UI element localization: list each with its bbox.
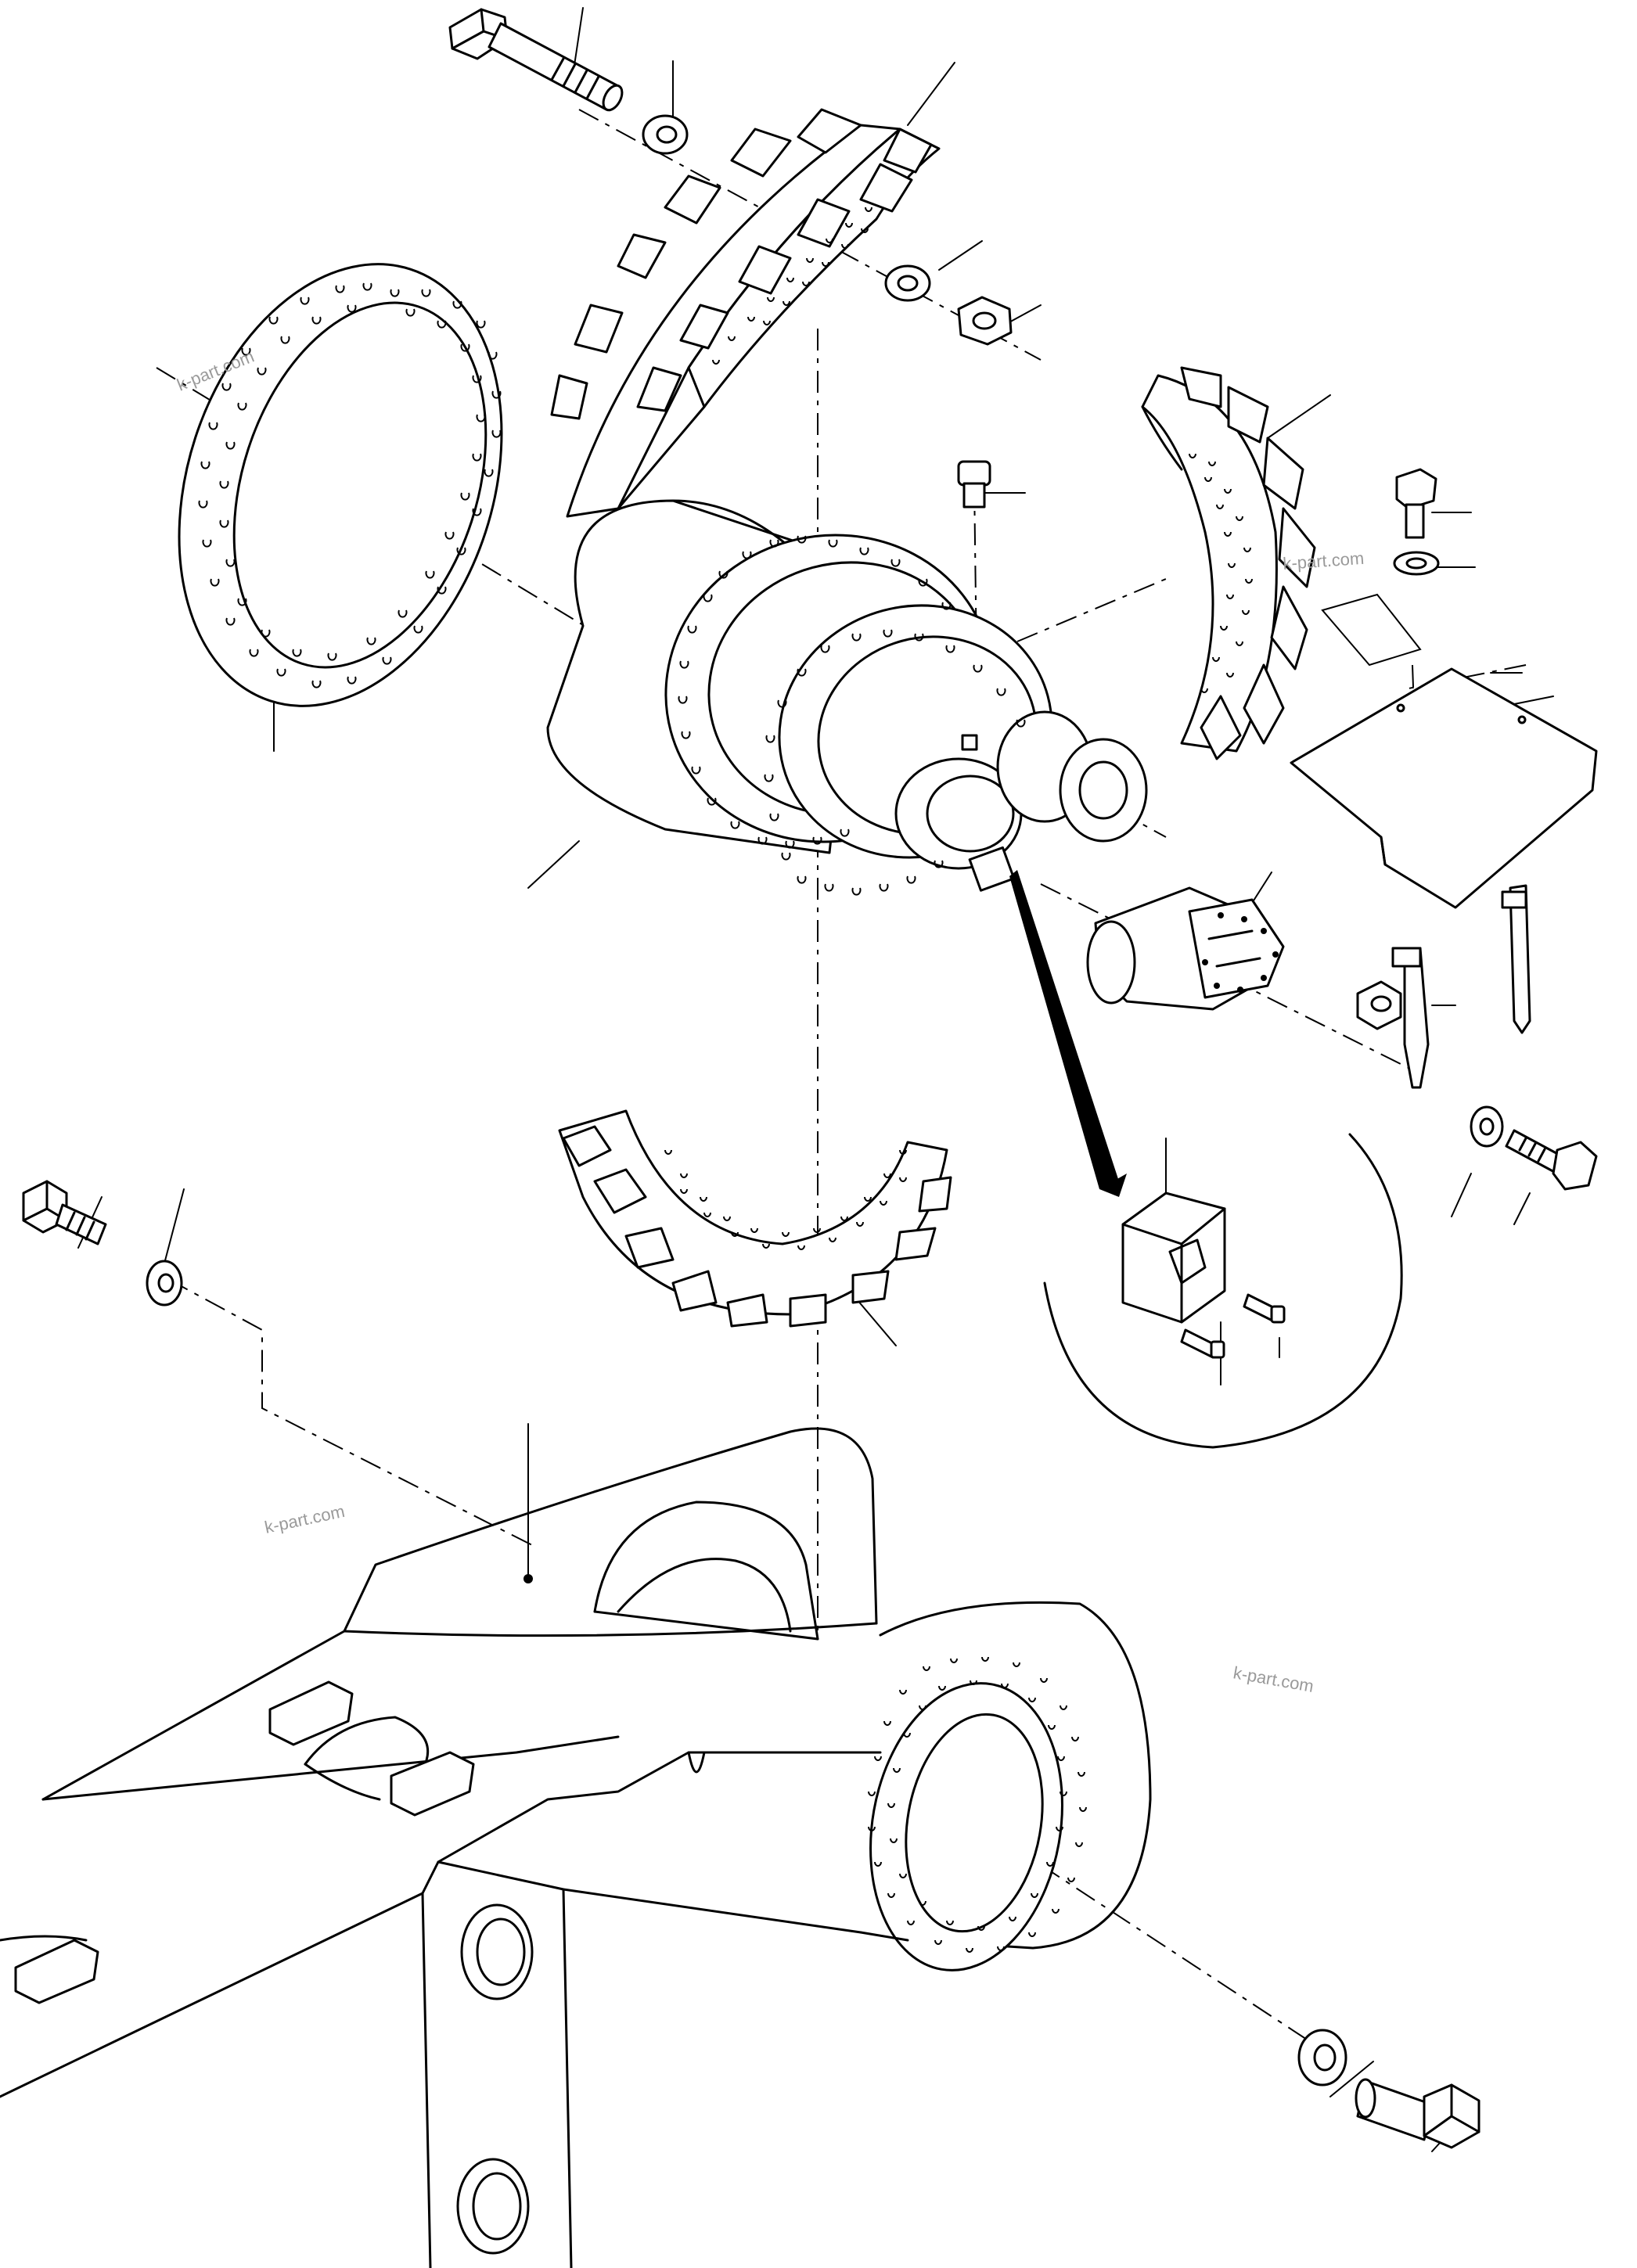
bracket-left <box>1391 947 1430 1089</box>
washer-left <box>146 1260 183 1307</box>
top-bolt <box>448 8 624 112</box>
bolt-left <box>22 1180 107 1245</box>
watermark-text: k-part.com <box>263 1501 347 1537</box>
bracket-nut <box>1356 980 1402 1030</box>
bolt-right <box>1505 1129 1598 1191</box>
track-frame <box>0 1427 1152 2268</box>
washer-nut-top <box>884 264 1013 346</box>
detail-callout <box>1009 870 1403 1449</box>
drive-motor <box>1086 886 1285 1011</box>
seal-ring <box>178 263 503 707</box>
cover-plate <box>1290 593 1598 909</box>
sprocket-segment-right <box>1141 366 1316 760</box>
washer-bottom <box>1297 2029 1347 2086</box>
cover-bolt <box>1393 468 1440 576</box>
watermark-text: k-part.com <box>1232 1662 1315 1696</box>
washer-right <box>1470 1105 1504 1148</box>
top-washer <box>642 114 689 155</box>
bracket-right <box>1501 884 1531 1034</box>
bolt-bottom <box>1355 2078 1480 2149</box>
sprocket-segment-bottom <box>558 1109 952 1328</box>
final-drive-hub <box>546 499 1148 896</box>
pin-top <box>957 460 991 509</box>
sprocket-segment-top <box>550 108 941 518</box>
